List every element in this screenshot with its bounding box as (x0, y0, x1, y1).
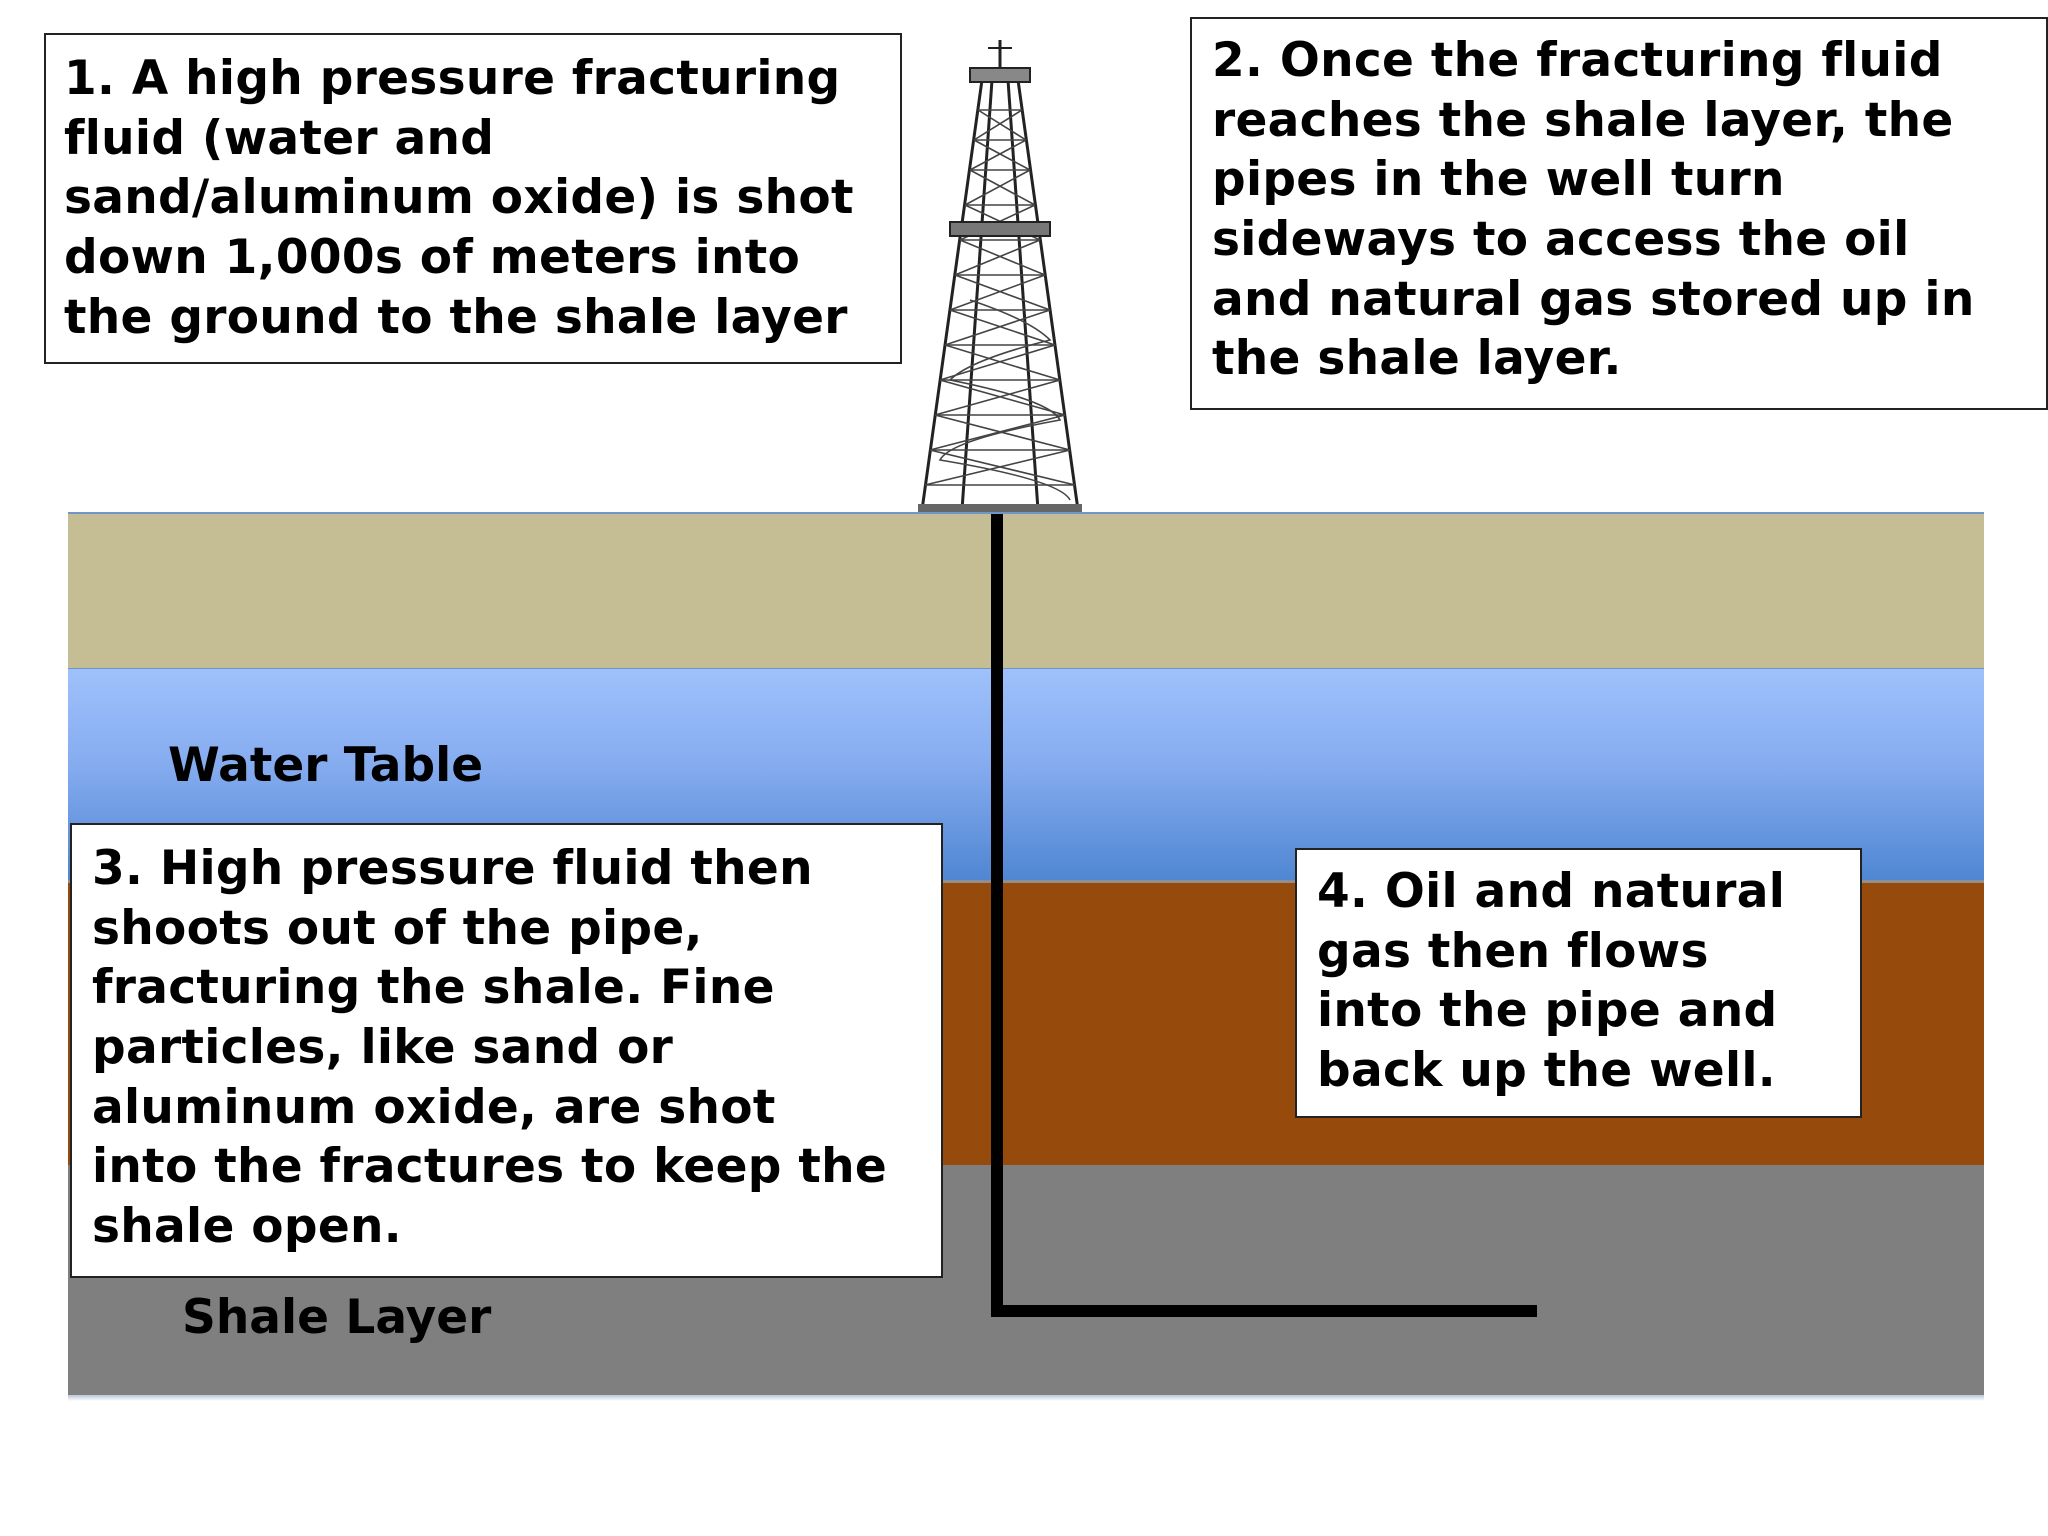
callout-step-4: 4. Oil and natural gas then flows into t… (1295, 848, 1862, 1118)
shale-layer-label: Shale Layer (182, 1290, 492, 1345)
topsoil-layer (68, 512, 1984, 670)
callout-step-2: 2. Once the fracturing fluid reaches the… (1190, 17, 2048, 410)
drilling-derrick-icon (918, 40, 1082, 512)
callout-step-1: 1. A high pressure fracturing fluid (wat… (44, 33, 902, 364)
callout-step-3: 3. High pressure fluid then shoots out o… (70, 823, 943, 1278)
ground-shadow (68, 1395, 1984, 1401)
water-table-label: Water Table (168, 738, 484, 793)
